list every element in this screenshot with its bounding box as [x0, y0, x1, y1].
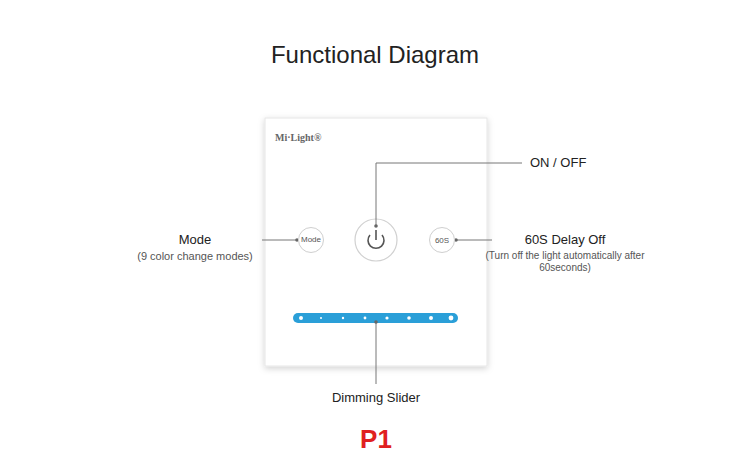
slider-dots	[299, 316, 453, 321]
figure-label: P1	[360, 424, 392, 455]
callout-label: ON / OFF	[530, 155, 586, 171]
callout-label: Mode	[179, 232, 212, 248]
leader-lines	[262, 163, 522, 384]
callout-note: (9 color change modes)	[137, 250, 253, 263]
power-button	[355, 219, 397, 261]
switch-panel: Mi·Light® Mode 60S	[265, 118, 487, 366]
brand-logo: Mi·Light®	[275, 132, 321, 143]
callout-label: 60S Delay Off	[525, 232, 606, 248]
mode-button: Mode	[298, 227, 324, 253]
leader-dots	[295, 224, 458, 324]
button-label: 60S	[435, 236, 449, 245]
power-icon	[375, 230, 377, 240]
callout-label: Dimming Slider	[332, 390, 420, 406]
button-label: Mode	[301, 235, 321, 244]
callout-note: (Turn off the light automatically after …	[478, 250, 653, 274]
dimming-slider	[293, 313, 458, 323]
diagram-title: Functional Diagram	[271, 41, 479, 69]
delay-button: 60S	[429, 227, 455, 253]
